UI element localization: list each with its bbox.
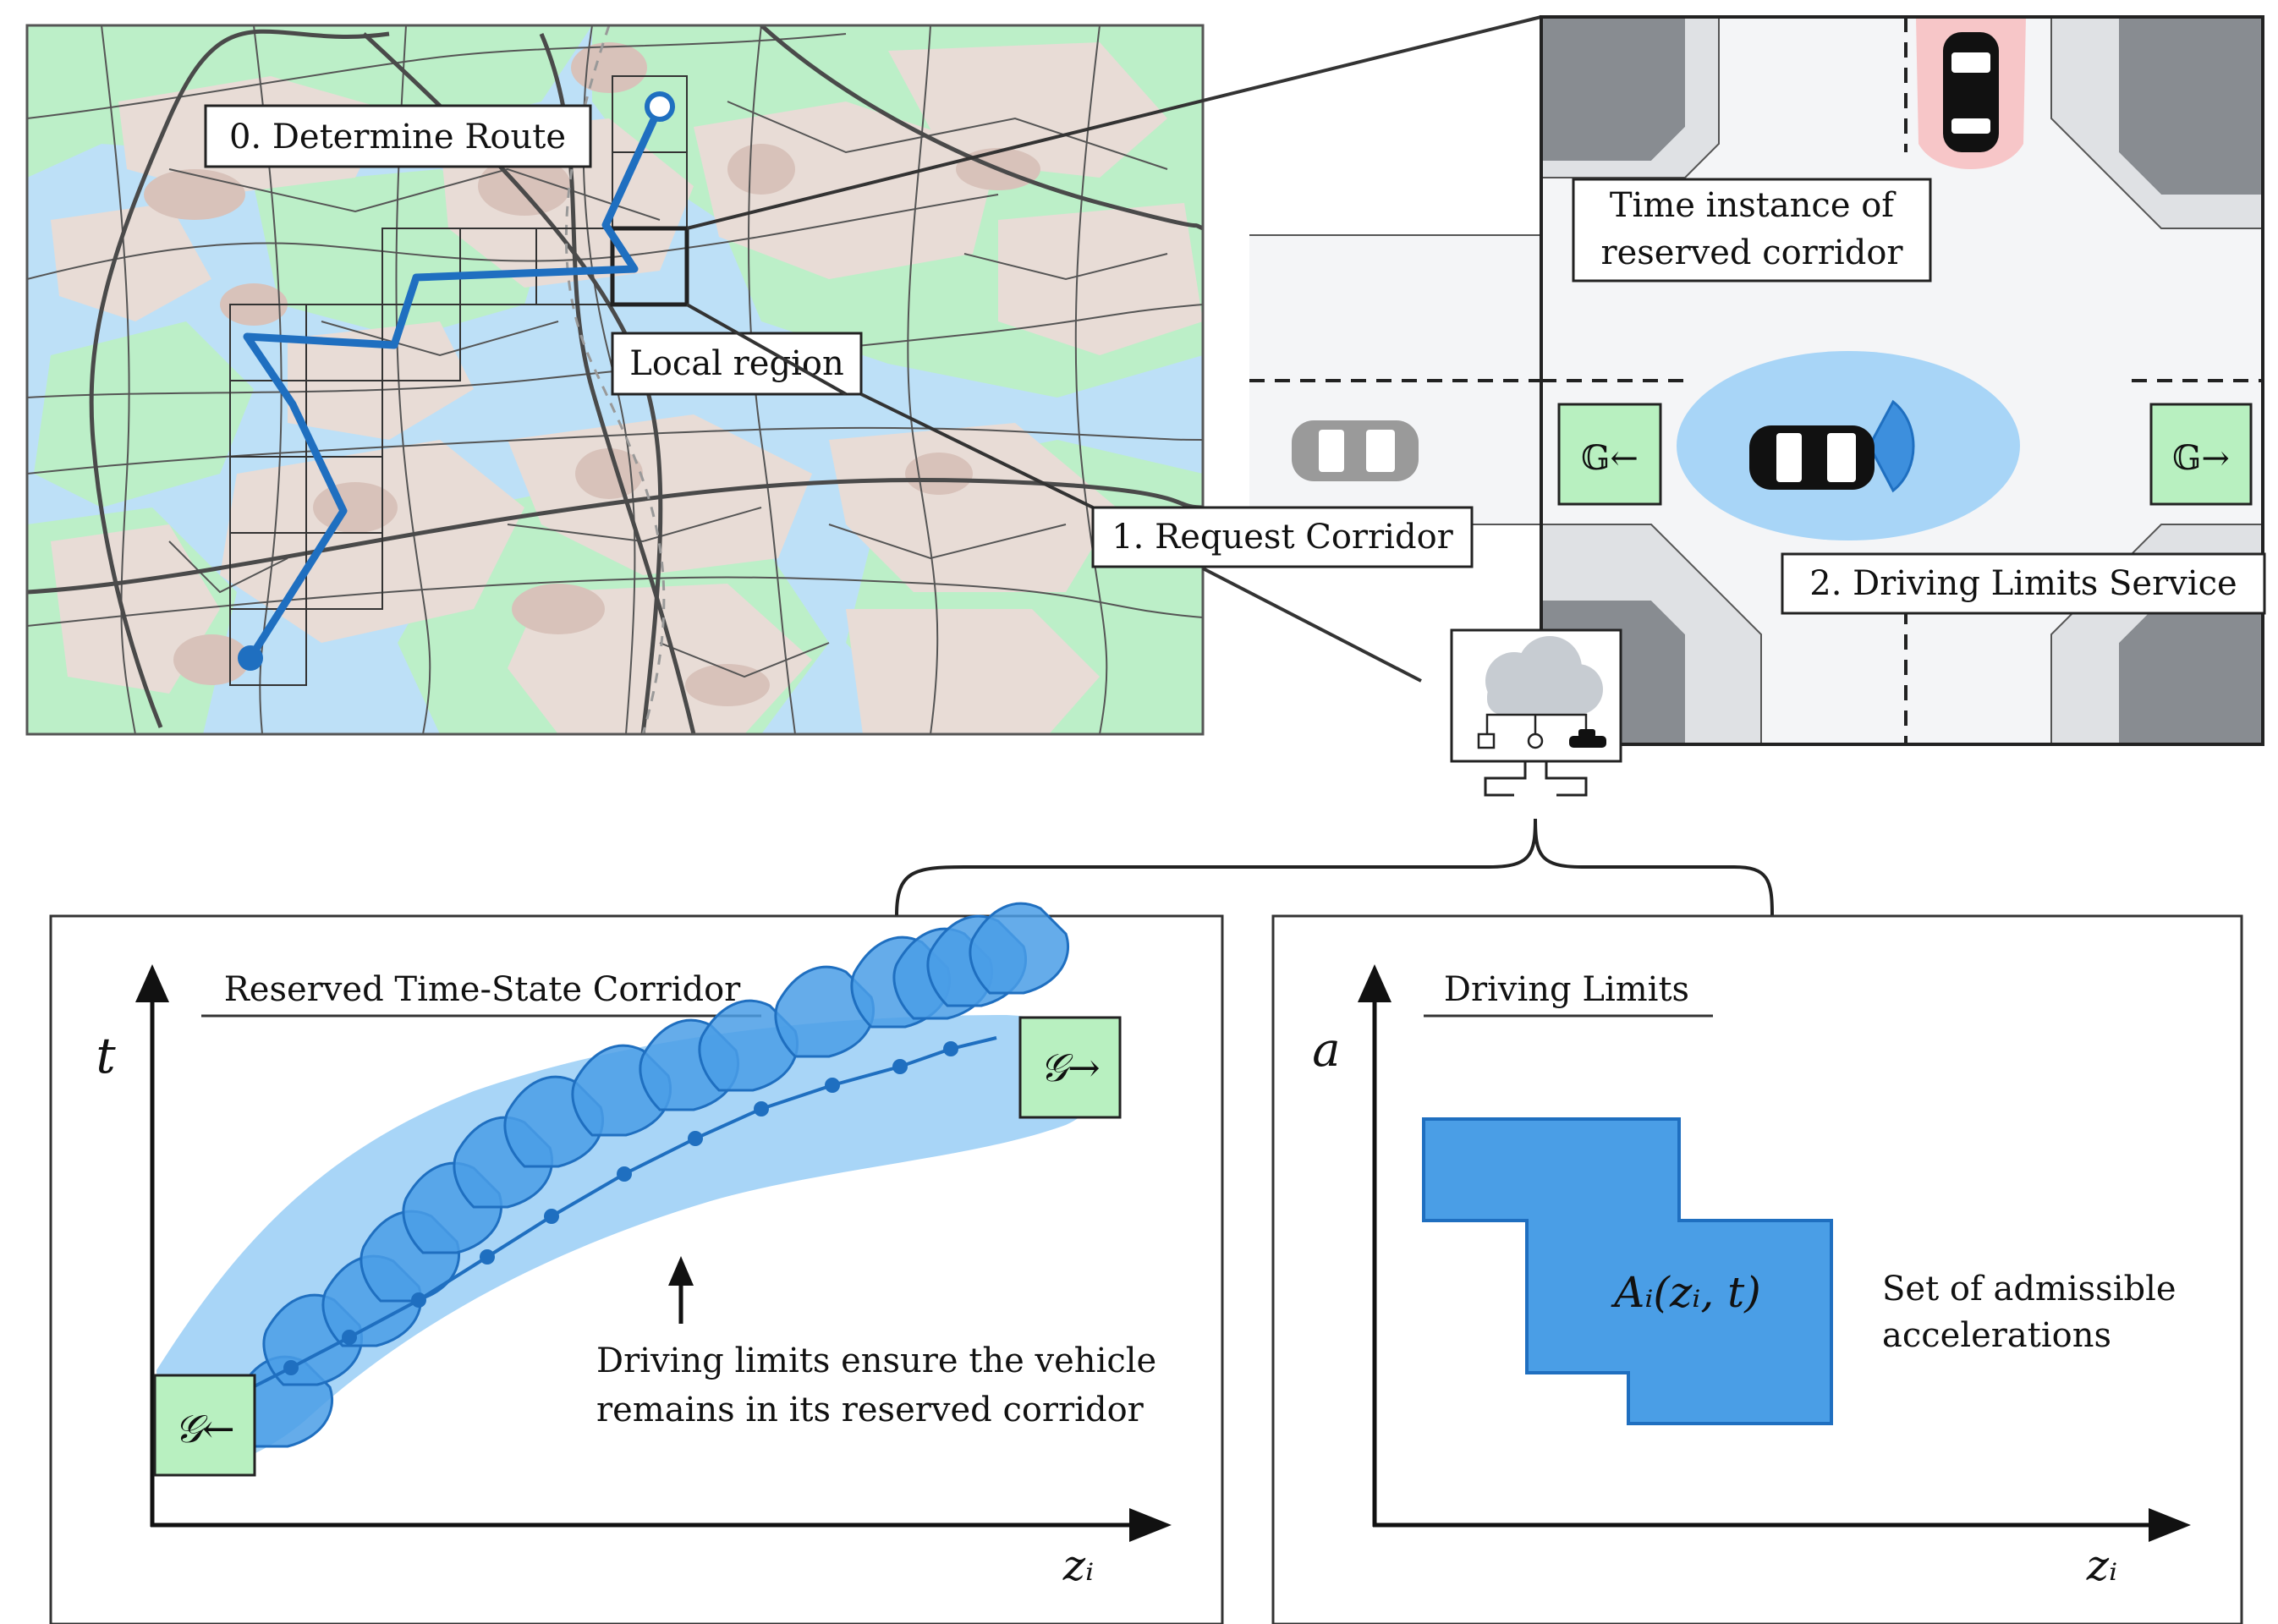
corridor-panel-title: Reserved Time-State Corridor: [224, 970, 741, 1009]
limits-note-line2: accelerations: [1882, 1316, 2111, 1355]
corridor-x-axis-label: zᵢ: [1062, 1541, 1094, 1590]
lane-markings: [1541, 17, 2263, 744]
limits-y-axis-label: a: [1312, 1023, 1340, 1078]
corridor-goal-end-box: [1018, 1016, 1122, 1119]
limits-panel: a zᵢ Driving Limits Aᵢ(zᵢ, t) Set of adm…: [1271, 914, 2243, 1624]
corner-building-top-left: [1541, 17, 1685, 161]
reserved-corridor-band: [156, 1015, 1108, 1470]
corridor-note-line1: Driving limits ensure the vehicle: [596, 1341, 1156, 1380]
ego-car-icon: [1749, 425, 1875, 490]
corridor-goal-end-label: 𝒢→: [1040, 1045, 1100, 1090]
corridor-x-arrow: [1129, 1508, 1172, 1542]
limits-note-line1: Set of admissible: [1882, 1270, 2176, 1309]
corridor-y-axis-label: t: [96, 1027, 116, 1084]
corridor-note-line2: remains in its reserved corridor: [596, 1391, 1144, 1429]
approach-road: [1249, 234, 1541, 525]
curly-brace: [895, 818, 1774, 916]
ego-sensor-cone: [1868, 399, 1915, 493]
label-driving-limits-service: 2. Driving Limits Service: [1809, 564, 2237, 603]
parked-car: [1292, 420, 1419, 481]
server-car-glyph: [1569, 729, 1606, 748]
label-request-corridor: 1. Request Corridor: [1112, 518, 1453, 557]
label-time-instance-line2: reserved corridor: [1600, 233, 1903, 272]
goal-right-label: 𝔾→: [2172, 439, 2230, 478]
limits-x-arrow: [2149, 1508, 2191, 1542]
label-local-region: Local region: [629, 344, 843, 383]
corner-building-bottom-right: [2119, 601, 2263, 744]
cloud-server-icon: [1450, 628, 1622, 797]
server-stand: [1484, 761, 1588, 797]
corridor-goal-start-label: 𝒢←: [174, 1406, 234, 1451]
route-end-marker: [645, 91, 675, 122]
city-map: 0. Determine Route Local region: [25, 24, 1205, 736]
goal-left-box: [1557, 403, 1662, 506]
vehicle-footprints: [234, 902, 1070, 1448]
planned-route: [243, 102, 664, 662]
route-start-marker: [238, 645, 263, 671]
goal-left-label: 𝔾←: [1581, 439, 1639, 478]
limits-panel-title: Driving Limits: [1444, 970, 1689, 1009]
admissible-acceleration-set: [1422, 1117, 1833, 1425]
request-connector: [1202, 567, 1422, 683]
goal-right-box: [2149, 403, 2253, 506]
corner-building-top-right: [2119, 17, 2263, 195]
other-car-icon: [1943, 32, 1999, 152]
admissible-set-label: Aᵢ(zᵢ, t): [1611, 1268, 1760, 1317]
corridor-panel: t zᵢ Reserved Time-State Corridor: [49, 902, 1224, 1624]
corridor-goal-start-box: [153, 1374, 256, 1477]
annotation-arrow-head: [668, 1256, 694, 1286]
limits-x-axis-label: zᵢ: [2086, 1541, 2117, 1590]
intersection-view: [1540, 17, 2263, 744]
label-determine-route: 0. Determine Route: [229, 118, 566, 156]
limits-y-arrow: [1358, 964, 1392, 1002]
label-time-instance-line1: Time instance of: [1610, 186, 1897, 225]
corridor-y-arrow: [135, 964, 169, 1002]
zoom-connector-lines: [686, 15, 1542, 509]
